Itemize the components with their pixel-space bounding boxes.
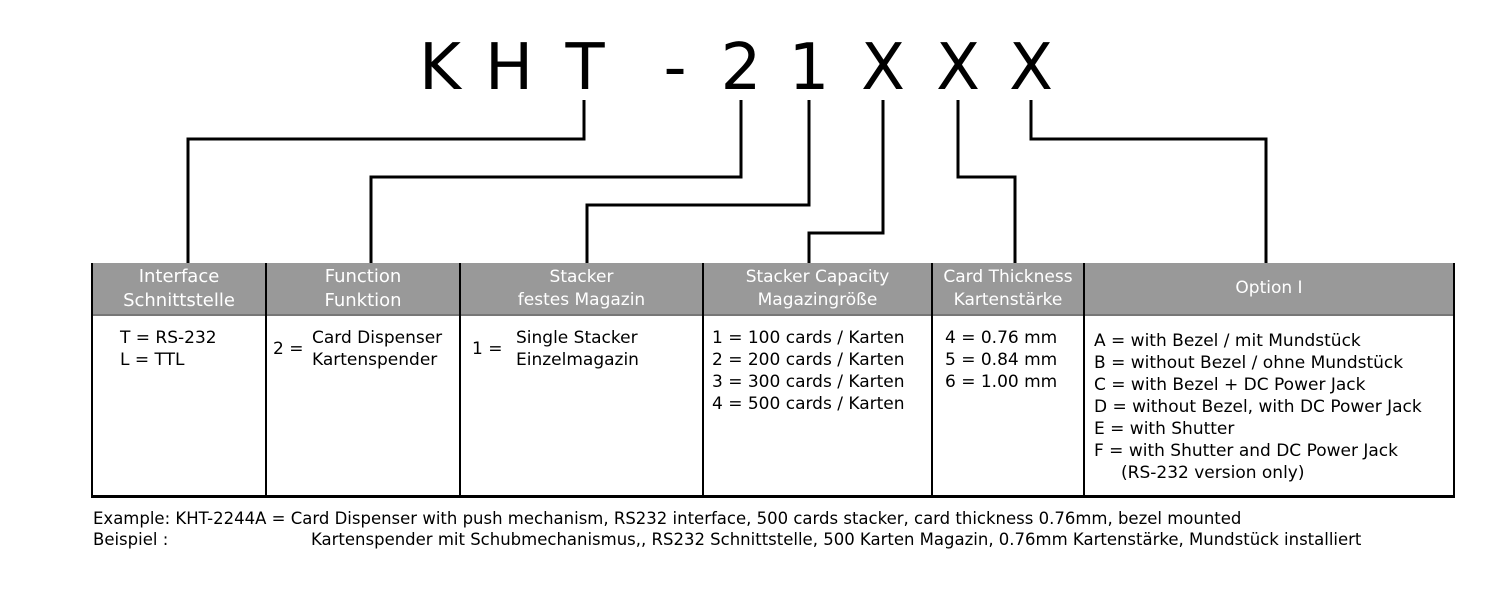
header-line: Stacker Capacity	[745, 266, 890, 287]
header-line: Kartenstärke	[953, 289, 1063, 310]
list-item: 6 = 1.00 mm	[945, 372, 1058, 392]
column-body: T = RS-232 L = TTL	[93, 316, 265, 371]
connector-capacity	[807, 100, 885, 263]
column-header: Stacker festes Magazin	[461, 263, 702, 316]
header-line: Funktion	[324, 289, 402, 311]
column-header: Interface Schnittstelle	[93, 263, 265, 316]
code-char-h: H	[484, 31, 534, 105]
column-body: 1 = Single Stacker Einzelmagazin	[461, 316, 702, 371]
column-stacker: Stacker festes Magazin 1 = Single Stacke…	[461, 263, 704, 495]
header-line: Option I	[1235, 278, 1303, 298]
list-item: F = with Shutter and DC Power Jack	[1094, 441, 1398, 461]
column-header: Stacker Capacity Magazingröße	[704, 263, 931, 316]
column-body: 2 = Card Dispenser Kartenspender	[267, 316, 459, 371]
list-item: T = RS-232	[120, 328, 217, 348]
example-text: Card Dispenser with push mechanism, RS23…	[290, 509, 1242, 528]
column-card-thickness: Card Thickness Kartenstärke 4 = 0.76 mm …	[933, 263, 1085, 495]
code-char-1: 1	[788, 31, 830, 105]
header-line: festes Magazin	[517, 289, 646, 310]
header-line: Interface	[138, 265, 220, 287]
column-option: Option I A = with Bezel / mit Mundstück …	[1085, 263, 1453, 495]
code-char-x1: X	[861, 31, 905, 105]
list-item: A = with Bezel / mit Mundstück	[1094, 331, 1361, 351]
list-item: L = TTL	[120, 350, 185, 370]
list-item: Card Dispenser	[312, 328, 443, 348]
column-header: Function Funktion	[267, 263, 459, 316]
example-label: Beispiel :	[93, 530, 169, 549]
example-label: Example: KHT-2244A =	[93, 509, 286, 528]
list-item: Kartenspender	[312, 350, 438, 370]
column-stacker-capacity: Stacker Capacity Magazingröße 1 = 100 ca…	[704, 263, 933, 495]
example-line-de: Beispiel : Kartenspender mit Schubmechani…	[93, 529, 1361, 550]
column-header: Card Thickness Kartenstärke	[933, 263, 1083, 316]
column-header: Option I	[1085, 263, 1453, 316]
function-prefix: 2 =	[273, 339, 304, 359]
column-interface: Interface Schnittstelle T = RS-232 L = T…	[93, 263, 267, 495]
code-char-k: K	[419, 31, 461, 105]
list-item: 1 = 100 cards / Karten	[712, 328, 905, 348]
connector-option	[1029, 100, 1268, 263]
list-item: E = with Shutter	[1094, 419, 1235, 439]
list-item: Einzelmagazin	[516, 350, 639, 370]
header-line: Stacker	[549, 266, 614, 287]
list-item: 4 = 0.76 mm	[945, 328, 1058, 348]
header-line: Card Thickness	[943, 266, 1073, 287]
example-line-en: Example: KHT-2244A = Card Dispenser with…	[93, 508, 1241, 529]
connector-stacker	[585, 100, 811, 263]
list-item: 3 = 300 cards / Karten	[712, 372, 905, 392]
example-text: Kartenspender mit Schubmechanismus,, RS2…	[311, 530, 1362, 549]
connector-function	[369, 100, 743, 263]
header-line: Function	[324, 265, 402, 287]
model-code-table: Interface Schnittstelle T = RS-232 L = T…	[91, 263, 1455, 498]
connector-thickness	[956, 100, 1017, 263]
list-item: 5 = 0.84 mm	[945, 350, 1058, 370]
list-item: 2 = 200 cards / Karten	[712, 350, 905, 370]
list-item: (RS-232 version only)	[1094, 463, 1305, 483]
column-body: A = with Bezel / mit Mundstück B = witho…	[1085, 316, 1453, 484]
code-char-x2: X	[936, 31, 980, 105]
code-char-t: T	[565, 31, 605, 105]
column-body: 1 = 100 cards / Karten 2 = 200 cards / K…	[704, 316, 931, 415]
list-item: C = with Bezel + DC Power Jack	[1094, 375, 1366, 395]
code-char-x3: X	[1009, 31, 1053, 105]
code-char-dash: -	[663, 31, 687, 105]
column-body: 4 = 0.76 mm 5 = 0.84 mm 6 = 1.00 mm	[933, 316, 1083, 393]
list-item: Single Stacker	[516, 328, 638, 348]
list-item: 4 = 500 cards / Karten	[712, 394, 905, 414]
column-function: Function Funktion 2 = Card Dispenser Kar…	[267, 263, 461, 495]
connector-interface	[186, 100, 586, 263]
list-item: D = without Bezel, with DC Power Jack	[1094, 397, 1422, 417]
list-item: B = without Bezel / ohne Mundstück	[1094, 353, 1404, 373]
header-line: Schnittstelle	[123, 289, 235, 311]
header-line: Magazingröße	[757, 289, 878, 310]
stacker-prefix: 1 =	[472, 339, 503, 359]
code-char-2: 2	[720, 31, 762, 105]
